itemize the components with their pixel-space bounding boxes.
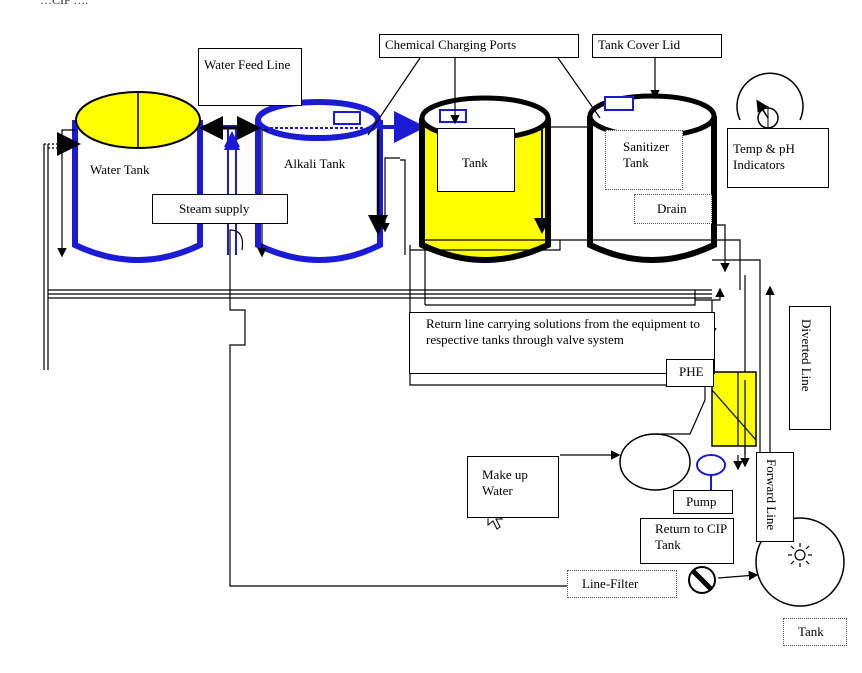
tank-cover-lid-label: Tank Cover Lid bbox=[592, 34, 722, 58]
water-tank bbox=[57, 91, 203, 263]
diverted-line-label: Diverted Line bbox=[789, 306, 831, 430]
pump-label: Pump bbox=[673, 490, 733, 514]
forward-line-text: Forward Line bbox=[764, 459, 779, 531]
sun-icon bbox=[788, 543, 812, 567]
phe bbox=[711, 371, 757, 468]
valve-icon bbox=[688, 566, 716, 594]
acid-tank-label: Tank bbox=[437, 128, 515, 192]
pump-icon bbox=[696, 454, 726, 490]
title-fragment: …CIP …. bbox=[40, 0, 88, 7]
gauge-icon bbox=[736, 72, 804, 130]
leader-lines bbox=[367, 57, 660, 136]
temp-ph-label: Temp & pH Indicators bbox=[727, 128, 829, 188]
return-to-cip-label: Return to CIP Tank bbox=[640, 518, 734, 564]
water-feed-line-label: Water Feed Line bbox=[198, 48, 302, 106]
return-line-label: Return line carrying solutions from the … bbox=[409, 312, 715, 374]
alkali-tank bbox=[255, 99, 388, 263]
diverted-line-text: Diverted Line bbox=[799, 319, 814, 392]
steam-supply-label: Steam supply bbox=[152, 194, 288, 224]
phe-label: PHE bbox=[666, 359, 714, 387]
line-filter-label: Line-Filter bbox=[567, 570, 677, 598]
alkali-tank-label: Alkali Tank bbox=[284, 156, 346, 171]
chemical-ports-label: Chemical Charging Ports bbox=[379, 34, 579, 58]
pump-tank bbox=[619, 433, 691, 491]
filter-line bbox=[229, 229, 759, 587]
feed-up-arrow bbox=[224, 133, 240, 150]
sanitizer-tank-label: Sanitizer Tank bbox=[605, 130, 683, 190]
water-tank-label: Water Tank bbox=[90, 162, 150, 177]
forward-line-label: Forward Line bbox=[756, 452, 794, 542]
bottom-tank-label: Tank bbox=[783, 618, 847, 646]
make-up-water-label: Make up Water bbox=[467, 456, 559, 518]
left-header-pipes bbox=[43, 143, 712, 370]
drain-label: Drain bbox=[634, 194, 712, 224]
